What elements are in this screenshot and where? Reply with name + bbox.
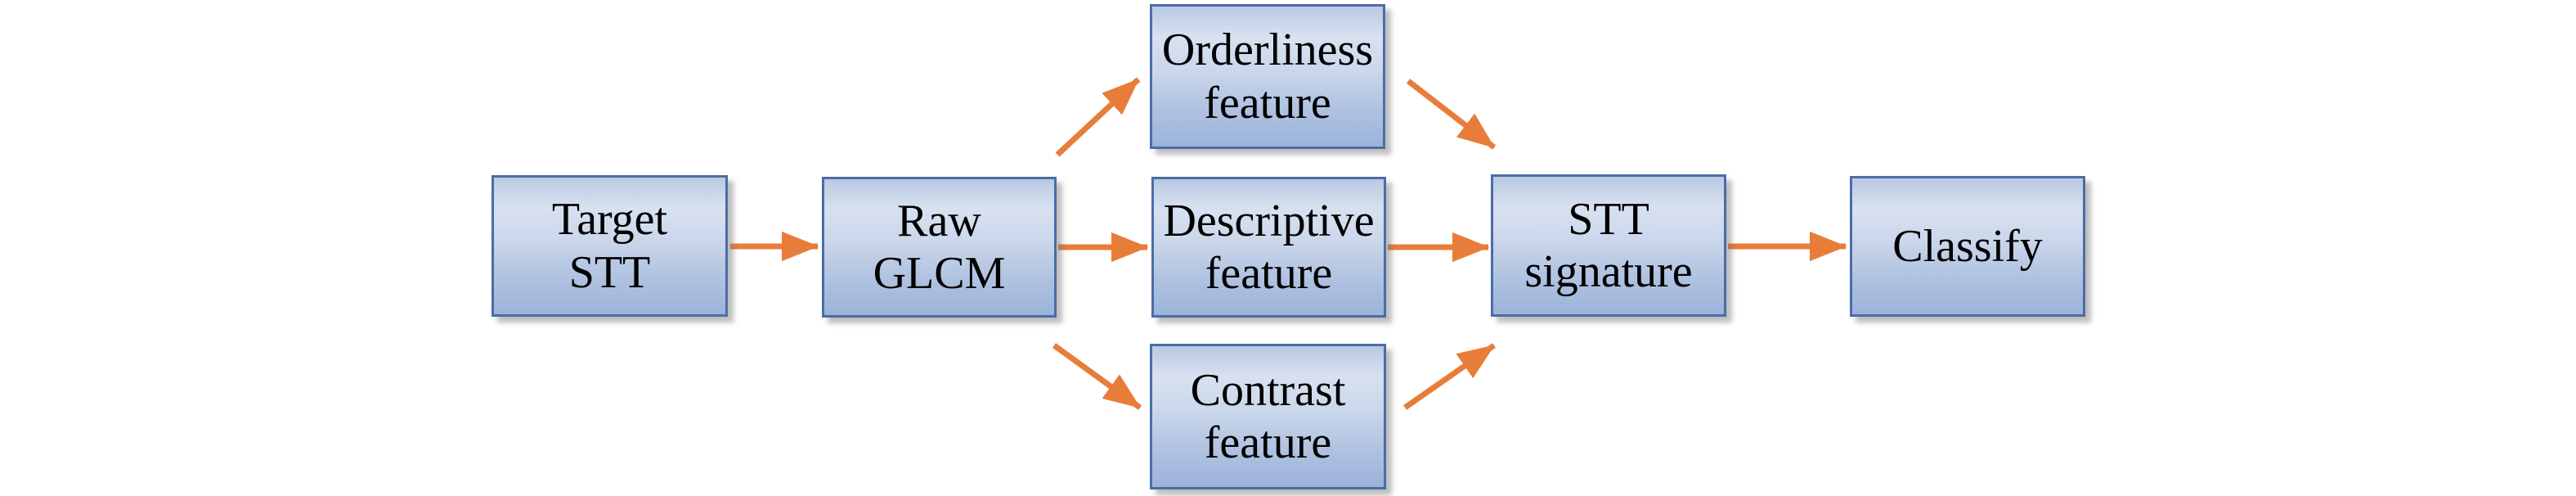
arrow-contrast-feature-to-stt-signature <box>1402 343 1497 410</box>
node-classify: Classify <box>1850 176 2085 317</box>
node-orderliness-feature: Orderliness feature <box>1150 4 1385 149</box>
node-target-stt: Target STT <box>491 175 728 317</box>
arrow-raw-glcm-to-contrast-feature <box>1052 343 1142 410</box>
arrow-raw-glcm-to-orderliness-feature <box>1055 77 1141 157</box>
node-stt-signature: STT signature <box>1491 174 1726 317</box>
node-contrast-feature: Contrast feature <box>1150 344 1386 489</box>
node-descriptive-feature: Descriptive feature <box>1151 177 1386 318</box>
arrow-orderliness-feature-to-stt-signature <box>1406 79 1497 150</box>
node-raw-glcm: Raw GLCM <box>822 177 1057 318</box>
